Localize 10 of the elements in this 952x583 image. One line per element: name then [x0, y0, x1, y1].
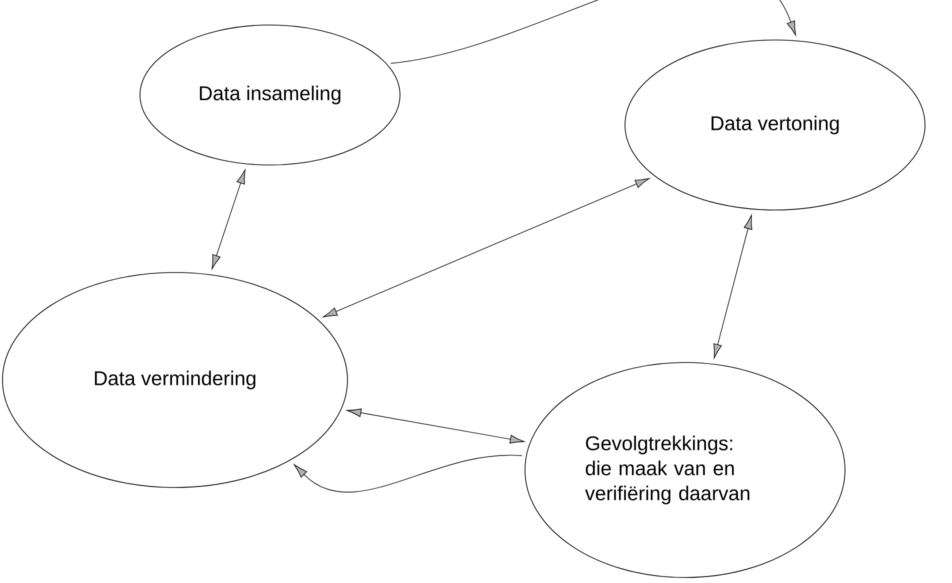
arrow [294, 455, 522, 492]
ellipse-node: Gevolgtrekkings: die maak van en verifiëring daarvan [524, 362, 846, 578]
ellipse-node: Data vermindering [2, 272, 348, 488]
arrow [714, 214, 752, 358]
arrow [212, 170, 246, 270]
ellipse-node: Data insameling [140, 24, 400, 166]
arrow [346, 408, 524, 444]
arrow [322, 178, 650, 318]
arrow [390, 0, 796, 64]
ellipse-node: Data vertoning [624, 40, 926, 210]
